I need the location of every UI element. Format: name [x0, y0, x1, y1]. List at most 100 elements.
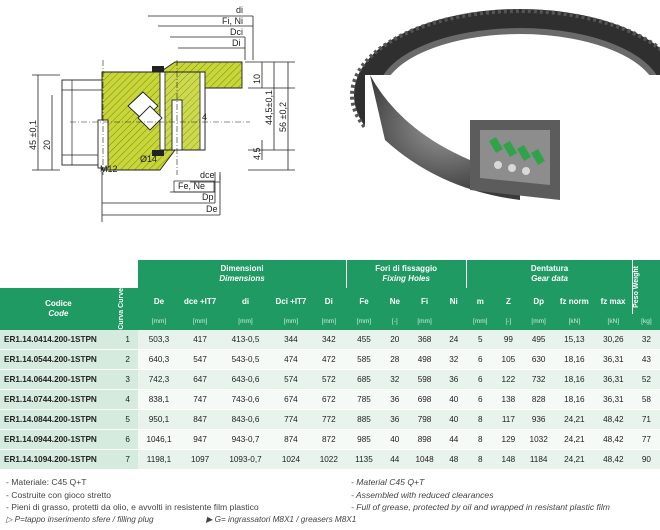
table-cell: 36,31: [593, 389, 633, 410]
unit: [-]: [494, 314, 523, 330]
table-cell: 898: [407, 429, 442, 450]
table-cell: 90: [632, 449, 660, 470]
table-cell: 48,42: [593, 429, 633, 450]
label-dce: dce: [200, 170, 215, 180]
table-cell: 32: [381, 369, 408, 390]
col-fz-max: fz max: [593, 288, 633, 315]
label-h45b: 4,5: [252, 147, 262, 160]
table-cell: 1024: [270, 449, 312, 470]
curve-number: 5: [116, 409, 139, 430]
legend-filling-plug: ▷ P=tappo inserimento sfere / filling pl…: [6, 514, 154, 524]
col-fz-norm: fz norm: [554, 288, 594, 315]
table-cell: 71: [632, 409, 660, 430]
table-cell: 44: [441, 429, 467, 450]
product-code: ER1.14.0944.200-1STPN: [0, 429, 117, 450]
table-cell: 640,3: [138, 349, 180, 370]
table-cell: 495: [522, 329, 555, 350]
product-code: ER1.14.0644.200-1STPN: [0, 369, 117, 390]
curve-number: 4: [116, 389, 139, 410]
table-cell: 843-0,6: [220, 409, 271, 430]
table-cell: 368: [407, 329, 442, 350]
table-cell: 40: [441, 409, 467, 430]
table-cell: 36: [381, 389, 408, 410]
label-h45: 45 ±0,1: [28, 120, 38, 150]
product-code: ER1.14.0744.200-1STPN: [0, 389, 117, 410]
table-cell: 30,26: [593, 329, 633, 350]
table-cell: 48,42: [593, 409, 633, 430]
table-cell: 774: [270, 409, 312, 430]
product-code: ER1.14.0414.200-1STPN: [0, 329, 117, 350]
unit: [kg]: [632, 314, 660, 330]
table-cell: 1184: [522, 449, 555, 470]
table-cell: 1046,1: [138, 429, 180, 450]
unit: [mm]: [522, 314, 555, 330]
table-cell: 24,21: [554, 449, 594, 470]
table-cell: 943-0,7: [220, 429, 271, 450]
table-cell: 24: [441, 329, 467, 350]
slewing-ring-render: [350, 9, 660, 250]
curve-number: 6: [116, 429, 139, 450]
col-Fi: Fi: [407, 288, 442, 315]
table-cell: 742,3: [138, 369, 180, 390]
table-cell: 342: [311, 329, 347, 350]
table-cell: 24,21: [554, 429, 594, 450]
col-di: di: [220, 288, 271, 315]
table-cell: 344: [270, 329, 312, 350]
table-cell: 32: [441, 349, 467, 370]
table-cell: 847: [179, 409, 221, 430]
table-cell: 647: [179, 369, 221, 390]
label-fi-ni: Fi, Ni: [222, 16, 243, 26]
table-cell: 8: [466, 409, 495, 430]
unit: [kN]: [593, 314, 633, 330]
unit: [mm]: [270, 314, 312, 330]
table-cell: 413-0,5: [220, 329, 271, 350]
note-en: - Material C45 Q+T: [351, 477, 425, 487]
unit: [mm]: [138, 314, 180, 330]
table-cell: 643-0,6: [220, 369, 271, 390]
col-dce: dce +IT7: [179, 288, 221, 315]
header-curve: Curva Curve: [116, 288, 139, 330]
col-Di: Di: [311, 288, 347, 315]
product-code: ER1.14.0844.200-1STPN: [0, 409, 117, 430]
table-cell: 8: [466, 429, 495, 450]
table-cell: 630: [522, 349, 555, 370]
table-cell: 685: [346, 369, 382, 390]
curve-number: 2: [116, 349, 139, 370]
table-cell: 498: [407, 349, 442, 370]
label-h20: 20: [42, 140, 52, 150]
table-cell: 8: [466, 449, 495, 470]
table-cell: 52: [632, 369, 660, 390]
label-di: di: [236, 5, 243, 15]
table-cell: 743-0,6: [220, 389, 271, 410]
note-en: - Assembled with reduced clearances: [351, 489, 494, 500]
label-phi14: Ø14: [140, 154, 157, 164]
table-cell: 48: [441, 449, 467, 470]
table-cell: 1135: [346, 449, 382, 470]
table-cell: 99: [494, 329, 523, 350]
curve-number: 3: [116, 369, 139, 390]
table-cell: 48,42: [593, 449, 633, 470]
label-m12: M12: [100, 164, 118, 174]
label-de: De: [206, 204, 218, 214]
table-cell: 874: [270, 429, 312, 450]
unit: [-]: [381, 314, 408, 330]
table-cell: 585: [346, 349, 382, 370]
table-cell: 698: [407, 389, 442, 410]
unit: [mm]: [346, 314, 382, 330]
col-Ni: Ni: [441, 288, 467, 315]
product-code: ER1.14.0544.200-1STPN: [0, 349, 117, 370]
table-cell: 36: [381, 409, 408, 430]
table-cell: 105: [494, 349, 523, 370]
table-cell: 36,31: [593, 369, 633, 390]
table-cell: 872: [311, 429, 347, 450]
table-cell: 148: [494, 449, 523, 470]
table-cell: 117: [494, 409, 523, 430]
